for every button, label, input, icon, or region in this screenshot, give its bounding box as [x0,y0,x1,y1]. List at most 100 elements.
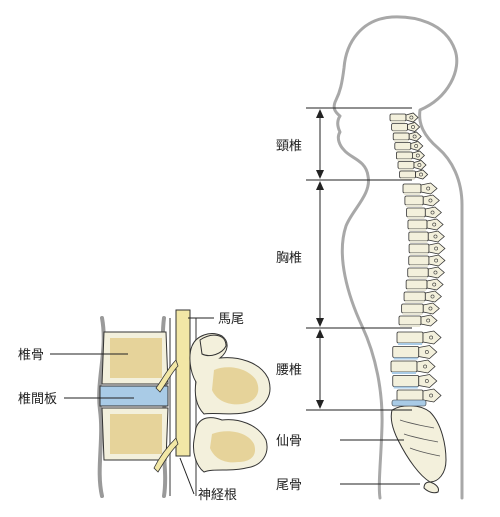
intervertebral-disc-lateral [404,193,420,195]
coccyx-shape [423,481,439,494]
thoracic-facet [430,294,435,299]
thoracic-spinous-process [427,266,445,279]
lumbar-spinous-process [418,345,438,359]
intervertebral-disc-lateral [409,265,428,267]
cervical-vertebra [399,170,417,179]
intervertebral-disc-lateral [395,149,410,152]
thoracic-facet [433,234,438,239]
intervertebral-disc-lateral [405,301,425,303]
cervical-facet [412,134,417,139]
thoracic-spinous-process [424,290,442,303]
lumbar-facet [429,335,434,340]
thoracic-spinous-process [422,302,440,315]
thoracic-spinous-process [424,206,442,219]
cervical-spinous-process [412,150,425,161]
detail-leader-lines [50,317,214,495]
cervical-vertebra [397,161,415,169]
intervertebral-disc-lateral [392,130,407,133]
thoracic-spinous-process [428,242,446,255]
thoracic-vertebra [398,315,422,326]
cervical-spinous-process [408,131,422,142]
cauda-equina-bundle [175,309,191,457]
body-silhouette [332,15,464,500]
intervertebral-disc-lateral [394,140,409,142]
region-markers [306,107,420,485]
thoracic-vertebra [408,255,430,266]
intervertebral-disc-lateral [407,217,425,219]
intervertebral-disc-lateral [400,178,415,180]
intervertebral-disc-lateral [393,386,418,389]
thoracic-facet [432,222,437,227]
cervical-facet [409,115,414,120]
lumbar-vertebra [392,375,420,387]
thoracic-facet [434,246,439,251]
thoracic-vertebra [405,279,428,290]
intervertebral-disc-lateral [409,241,428,243]
thoracic-facet [428,306,433,311]
nerve-root-lower [153,437,179,473]
intervertebral-disc-lateral [407,289,427,291]
cervical-facet [415,153,420,158]
thoracic-facet [433,270,438,275]
lumbar-spinous-process [418,374,438,388]
cervical-spinous-process [415,169,429,180]
thoracic-spinous-process [426,218,444,231]
vertebra-detail [97,309,271,498]
label-coccyx: 尾骨 [276,478,302,493]
thoracic-spinous-process [420,182,438,195]
thoracic-vertebra [408,243,430,254]
thoracic-vertebra [407,219,428,230]
cervical-facet [419,172,423,177]
thoracic-spinous-process [420,314,438,327]
intervertebral-disc-lateral [405,205,423,207]
lumbar-spinous-process [416,359,436,374]
lumbar-facet [424,379,429,383]
thoracic-vertebra [408,231,429,242]
thoracic-facet [432,282,437,287]
cervical-vertebra [392,132,410,141]
thoracic-facet [426,318,431,323]
lumbar-facet [424,350,429,354]
cervical-facet [411,125,415,129]
label-lumbar: 腰椎 [276,363,302,378]
cervical-spinous-process [410,141,424,151]
intervertebral-disc-lateral [400,325,420,327]
intervertebral-disc-lateral [398,343,422,345]
thoracic-facet [430,210,435,215]
cervical-spinous-process [405,112,419,123]
thoracic-vertebra [406,207,426,218]
thoracic-vertebra [403,291,426,302]
thoracic-facet [428,198,433,203]
sacrum-shape [390,405,447,483]
thoracic-vertebra [402,183,422,194]
thoracic-spinous-process [427,230,445,243]
lumbar-facet [429,393,434,398]
lumbar-facet [423,364,428,369]
cervical-spinous-process [407,122,421,132]
cervical-vertebra [389,113,407,122]
thoracic-vertebra [401,303,424,314]
intervertebral-disc-lateral [393,357,418,360]
cervical-facet [414,144,419,148]
lumbar-vertebra [396,389,424,402]
intervertebral-disc-lateral [392,372,416,374]
label-disc: 椎間板 [18,392,57,407]
cervical-vertebra [395,151,413,160]
cervical-spinous-process [413,160,427,170]
intervertebral-disc-lateral [391,121,405,123]
spine-column [389,112,446,403]
region-arrowheads [316,109,324,409]
thoracic-spinous-process [428,254,446,267]
cervical-vertebra [394,142,412,150]
intervertebral-disc-lateral [408,229,427,231]
thoracic-facet [426,186,431,191]
label-vertebra: 椎骨 [18,348,44,363]
thoracic-facet [434,258,439,263]
intervertebral-disc-lateral [399,168,413,171]
thoracic-vertebra [407,267,429,278]
thoracic-spinous-process [422,194,440,207]
thoracic-spinous-process [426,278,444,291]
lumbar-vertebra [392,346,420,358]
label-sacrum: 仙骨 [276,434,302,449]
intervertebral-disc [99,385,169,407]
